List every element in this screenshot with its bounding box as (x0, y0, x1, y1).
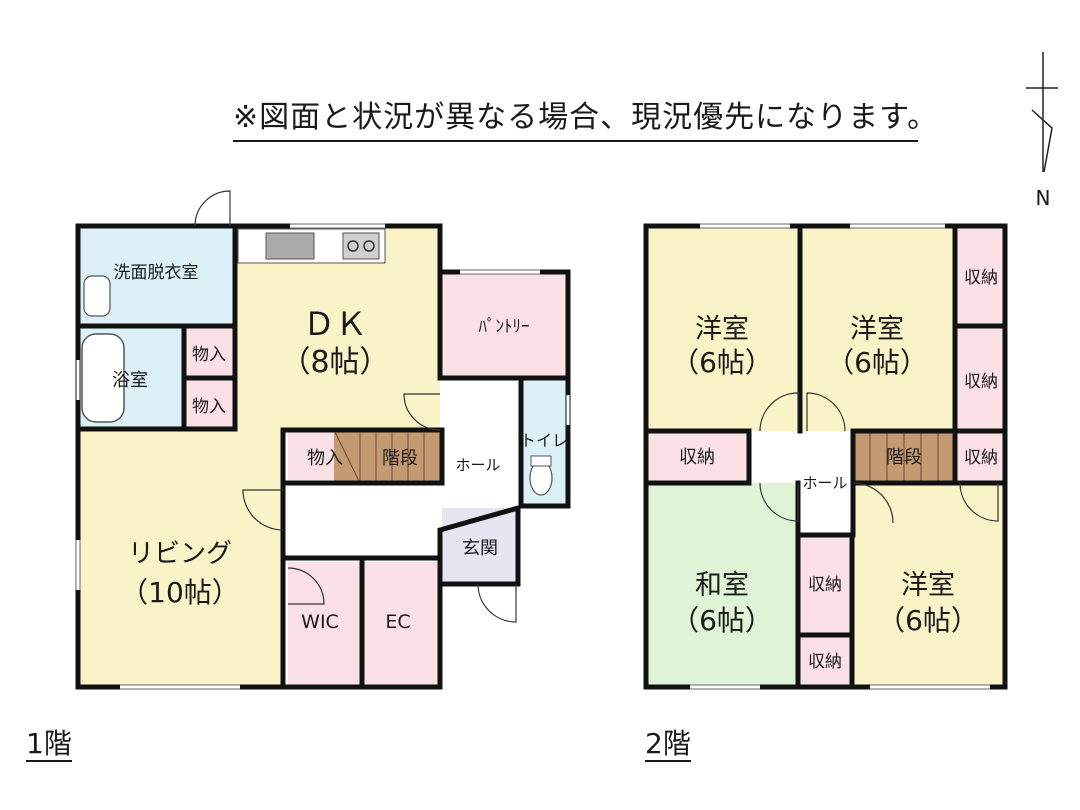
floor1-label: 1階 (26, 727, 72, 762)
room-storage-e-label: 収納 (808, 575, 842, 595)
room-dk-size-label: （8帖） (280, 345, 389, 380)
room-bath-label: 浴室 (112, 370, 148, 391)
floor1-window-lines (75, 223, 540, 690)
floor1-door-swings (194, 190, 517, 623)
floor1-labels: 洗面脱衣室 浴室 物入 物入 ＤＫ （8帖） ﾊﾟﾝﾄﾘｰ 物入 階段 ホール … (112, 263, 568, 633)
room-storage-f-label: 収納 (808, 652, 842, 672)
floor1-room-fills (78, 226, 568, 687)
floor2-label: 2階 (645, 727, 691, 762)
room-stairs2-label: 階段 (886, 447, 922, 468)
room-storage3-label: 物入 (307, 448, 343, 469)
room-hall-label: ホール (455, 456, 500, 474)
room-living-size-label: （10帖） (120, 576, 240, 609)
floor2-door-swings (759, 392, 999, 524)
room-washitsu-name-label: 和室 (695, 570, 749, 601)
floor2-window-lines (690, 223, 990, 690)
floor2-room-fills (646, 226, 1005, 687)
compass-label: N (1036, 186, 1051, 210)
room-western2-size-label: （6帖） (826, 346, 928, 379)
room-dk-name-label: ＤＫ (303, 305, 367, 343)
room-pantry-label: ﾊﾟﾝﾄﾘｰ (479, 317, 530, 337)
room-western2-name-label: 洋室 (850, 314, 904, 345)
room-storage-b-label: 収納 (964, 372, 998, 392)
floor2-labels: 洋室 （6帖） 洋室 （6帖） 収納 収納 収納 階段 収納 ホール 和室 （6… (671, 268, 998, 672)
room-storage1-label: 物入 (192, 345, 226, 365)
room-storage2-label: 物入 (192, 397, 226, 417)
room-western3-name-label: 洋室 (901, 570, 955, 601)
room-living-name-label: リビング (128, 539, 232, 569)
room-western1-name-label: 洋室 (695, 314, 749, 345)
room-western3-size-label: （6帖） (877, 604, 979, 637)
room-hall2-label: ホール (802, 474, 847, 492)
room-western1-size-label: （6帖） (671, 346, 773, 379)
room-ec-label: EC (385, 611, 410, 633)
room-storage-d-label: 収納 (964, 448, 998, 468)
room-toilet-label: トイレ (520, 431, 568, 450)
floor2-walls (643, 223, 1008, 690)
notice-text: ※図面と状況が異なる場合、現況優先になります。 (233, 98, 937, 142)
floor2-stair-treads (869, 431, 939, 483)
room-storage-c-label: 収納 (679, 447, 715, 468)
room-storage-a-label: 収納 (964, 268, 998, 288)
room-entrance-label: 玄関 (462, 538, 498, 559)
floor1-stair-treads (333, 429, 425, 484)
floor2-windows (690, 224, 990, 689)
room-wic-label: WIC (301, 611, 339, 633)
floor1-windows (76, 224, 570, 689)
room-washitsu-size-label: （6帖） (671, 604, 773, 637)
room-washroom-label: 洗面脱衣室 (114, 263, 199, 283)
room-stairs-label: 階段 (382, 448, 418, 469)
compass-icon: N (1026, 52, 1058, 210)
